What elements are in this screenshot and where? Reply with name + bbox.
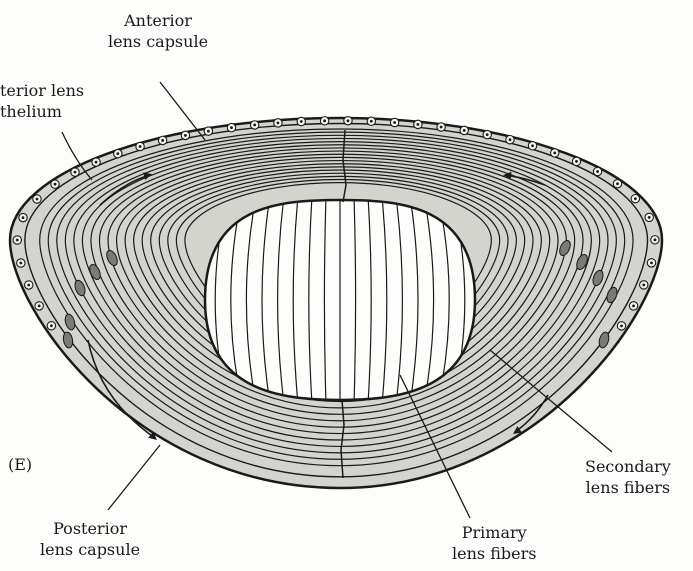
cell-nucleus bbox=[463, 129, 466, 132]
label-line: Primary bbox=[452, 522, 536, 543]
cell-nucleus bbox=[417, 123, 420, 126]
cell-nucleus bbox=[654, 238, 657, 241]
cell-nucleus bbox=[509, 138, 512, 141]
cell-nucleus bbox=[74, 171, 77, 174]
cell-nucleus bbox=[161, 139, 164, 142]
label-line: Posterior bbox=[40, 518, 140, 539]
cell-nucleus bbox=[207, 130, 210, 133]
cell-nucleus bbox=[553, 152, 556, 155]
label-line: lens fibers bbox=[585, 477, 671, 498]
cell-nucleus bbox=[323, 119, 326, 122]
cell-nucleus bbox=[648, 216, 651, 219]
cell-nucleus bbox=[54, 183, 57, 186]
cell-nucleus bbox=[393, 121, 396, 124]
cell-nucleus bbox=[620, 324, 623, 327]
label-secondary-lens-fibers: Secondary lens fibers bbox=[585, 456, 671, 498]
cell-nucleus bbox=[27, 284, 30, 287]
label-line: Secondary bbox=[585, 456, 671, 477]
cell-nucleus bbox=[347, 119, 350, 122]
leader-line bbox=[108, 445, 160, 510]
cell-nucleus bbox=[95, 161, 98, 164]
leader-line bbox=[160, 82, 205, 140]
cell-nucleus bbox=[36, 198, 39, 201]
label-line: thelium bbox=[0, 101, 84, 122]
cell-nucleus bbox=[650, 261, 653, 264]
cell-nucleus bbox=[370, 120, 373, 123]
cell-nucleus bbox=[22, 216, 25, 219]
cell-nucleus bbox=[616, 182, 619, 185]
cell-nucleus bbox=[632, 304, 635, 307]
cell-nucleus bbox=[634, 197, 637, 200]
label-line: Anterior bbox=[108, 10, 208, 31]
cell-nucleus bbox=[139, 145, 142, 148]
cell-nucleus bbox=[184, 134, 187, 137]
cell-nucleus bbox=[575, 160, 578, 163]
cell-nucleus bbox=[16, 239, 19, 242]
cell-nucleus bbox=[230, 126, 233, 129]
label-primary-lens-fibers: Primary lens fibers bbox=[452, 522, 536, 564]
cell-nucleus bbox=[19, 262, 22, 265]
label-line: lens capsule bbox=[108, 31, 208, 52]
label-line: (E) bbox=[8, 454, 32, 475]
label-line: lens fibers bbox=[452, 543, 536, 564]
cell-nucleus bbox=[50, 324, 53, 327]
label-posterior-lens-capsule: Posterior lens capsule bbox=[40, 518, 140, 560]
label-line: lens capsule bbox=[40, 539, 140, 560]
panel-letter: (E) bbox=[8, 454, 32, 475]
label-anterior-lens-epithelium: terior lens thelium bbox=[0, 80, 84, 122]
cell-nucleus bbox=[277, 122, 280, 125]
cell-nucleus bbox=[253, 124, 256, 127]
cell-nucleus bbox=[531, 144, 534, 147]
cell-nucleus bbox=[38, 304, 41, 307]
cell-nucleus bbox=[642, 283, 645, 286]
cell-nucleus bbox=[440, 126, 443, 129]
cell-nucleus bbox=[596, 170, 599, 173]
label-line: terior lens bbox=[0, 80, 84, 101]
label-anterior-lens-capsule: Anterior lens capsule bbox=[108, 10, 208, 52]
cell-nucleus bbox=[486, 133, 489, 136]
cell-nucleus bbox=[300, 120, 303, 123]
cell-nucleus bbox=[116, 152, 119, 155]
